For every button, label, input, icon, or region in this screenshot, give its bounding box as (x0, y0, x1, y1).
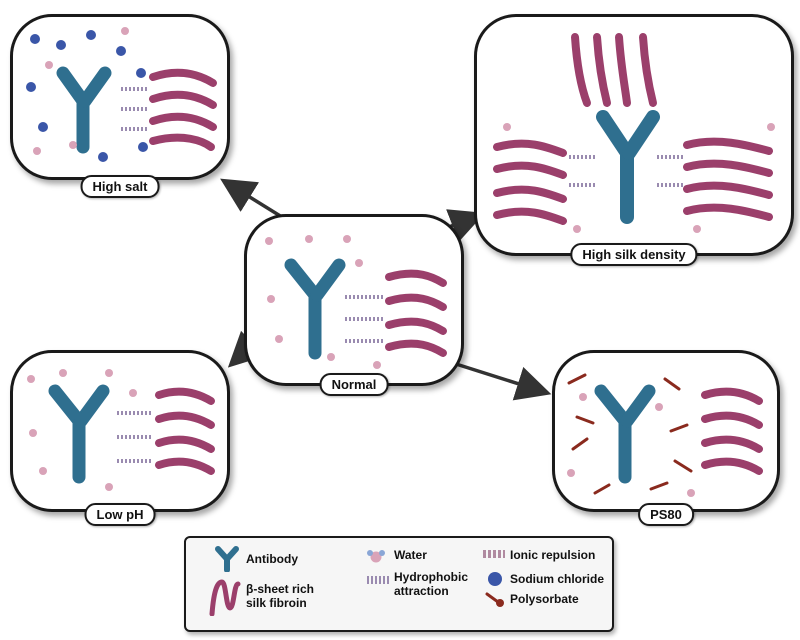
antibody-icon (594, 384, 656, 484)
legend-ionic-repulsion: Ionic repulsion (510, 548, 596, 562)
sodium-chloride-icon (488, 572, 502, 586)
water-icon (567, 393, 695, 497)
silk-fibroin-icon (493, 33, 773, 225)
legend-water: Water (394, 548, 427, 562)
silk-fibroin-icon (149, 68, 217, 151)
panel-label-low-ph: Low pH (84, 503, 156, 526)
silk-fibroin-icon (701, 387, 763, 475)
panel-label-ps80: PS80 (638, 503, 694, 526)
low-ph-illustration (27, 369, 215, 491)
hydrophobic-attraction-icon (569, 155, 683, 187)
legend-hydrophobic-line1: Hydrophobic (394, 570, 468, 584)
normal-illustration (265, 235, 447, 369)
water-icon (367, 550, 385, 563)
panel-ps80: PS80 (552, 350, 780, 526)
antibody-icon (56, 66, 112, 154)
legend: Antibody β-sheet rich silk fibroin Water… (184, 536, 614, 632)
antibody-icon (215, 546, 239, 572)
hydrophobic-attraction-icon (117, 411, 151, 463)
panel-high-silk-density: High silk density (474, 14, 794, 266)
legend-sodium-chloride: Sodium chloride (510, 572, 605, 586)
ps80-illustration (567, 373, 763, 497)
antibody-icon (596, 110, 660, 224)
legend-polysorbate: Polysorbate (510, 592, 579, 606)
silk-fibroin-icon (155, 387, 215, 475)
panel-label-normal: Normal (319, 373, 389, 396)
sodium-chloride-icon (26, 30, 148, 162)
arrow-to-ps80 (455, 362, 552, 401)
legend-antibody: Antibody (246, 552, 298, 566)
legend-silk-fibroin-line2: silk fibroin (246, 596, 307, 610)
water-icon (503, 123, 775, 233)
polysorbate-icon (567, 373, 693, 495)
high-salt-illustration (26, 27, 217, 162)
panel-low-ph: Low pH (10, 350, 230, 526)
panel-normal: Normal (244, 214, 464, 396)
antibody-icon (284, 258, 346, 360)
ionic-repulsion-icon (483, 550, 505, 558)
hydrophobic-attraction-icon (367, 576, 389, 584)
water-icon (265, 235, 381, 369)
hydrophobic-attraction-icon (121, 87, 148, 131)
water-icon (33, 27, 129, 155)
silk-fibroin-icon (385, 269, 447, 357)
panel-high-salt: High salt (10, 14, 230, 198)
panel-label-high-salt: High salt (80, 175, 160, 198)
hydrophobic-attraction-icon (345, 295, 383, 343)
legend-hydrophobic-line2: attraction (394, 584, 449, 598)
high-silk-illustration (493, 33, 775, 233)
silk-fibroin-icon (209, 579, 241, 616)
panel-label-high-silk-density: High silk density (570, 243, 698, 266)
water-icon (27, 369, 137, 491)
antibody-icon (48, 384, 110, 484)
legend-silk-fibroin-line1: β-sheet rich (246, 582, 315, 596)
polysorbate-icon (485, 592, 504, 607)
